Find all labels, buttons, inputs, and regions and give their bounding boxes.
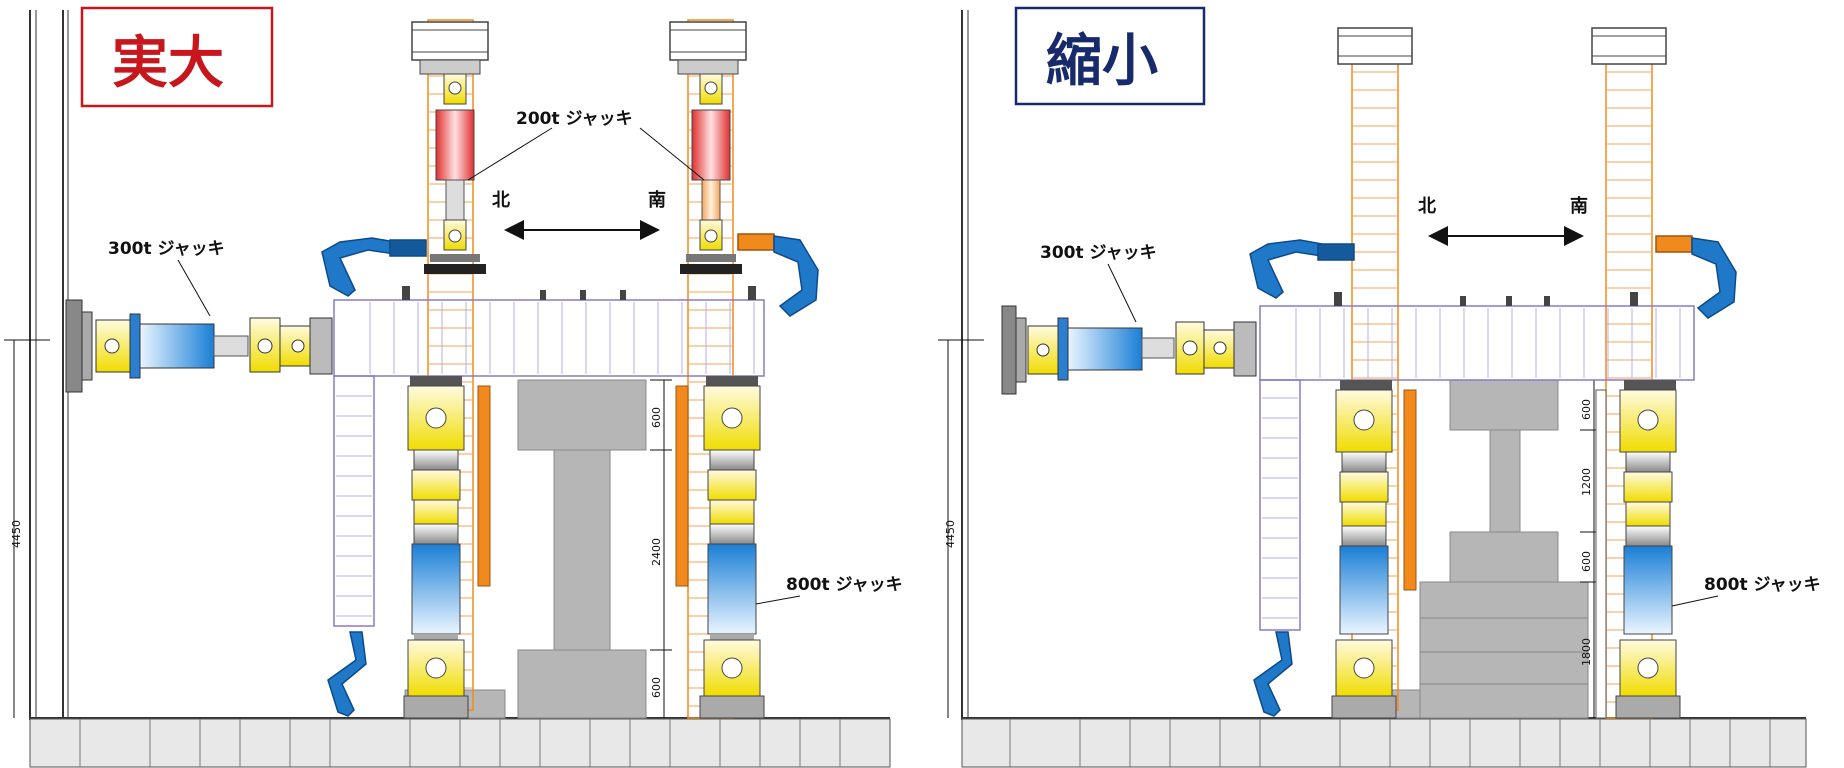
link-arm-top-north <box>321 237 427 297</box>
loading-beam <box>333 299 765 377</box>
jack-300t <box>1001 305 1257 395</box>
frame-head-south <box>1591 27 1667 65</box>
label-jack-800t: 800t ジャッキ <box>1704 575 1821 595</box>
jack-800t-south-column <box>675 376 765 719</box>
height-dimension: 4450 <box>938 339 984 718</box>
frame-head-north <box>1337 27 1413 65</box>
label-north: 北 <box>492 190 510 211</box>
panel-title: 縮小 <box>1046 29 1158 94</box>
link-arm-top-south <box>1655 235 1737 319</box>
height-dimension: 4450 <box>4 339 50 718</box>
reaction-wall <box>961 10 969 720</box>
frame-head-north <box>411 21 489 75</box>
title-box: 縮小 <box>1014 6 1206 106</box>
side-frame-north <box>333 375 375 627</box>
title-box: 実大 <box>80 6 274 108</box>
jack-200t-south <box>680 73 742 274</box>
label-jack-200t: 200t ジャッキ <box>516 109 633 129</box>
floor-slab <box>29 717 891 768</box>
jack-300t <box>65 299 333 393</box>
panel-reduced-scale: 4450 縮小 <box>938 6 1821 768</box>
leader-line <box>467 127 553 181</box>
dim-height-text: 4450 <box>10 520 23 548</box>
frame-head-south <box>669 21 747 75</box>
label-south: 南 <box>1570 195 1588 217</box>
jack-800t-north-column <box>1331 380 1417 719</box>
jack-200t-north <box>424 73 486 274</box>
link-arm-top-south <box>737 233 819 317</box>
panel-full-scale: 4450 実大 <box>4 6 903 768</box>
leader-line <box>755 595 801 605</box>
leader-line <box>639 127 705 181</box>
dim-text: 1800 <box>1580 638 1593 666</box>
specimen-dimension: 600 2400 600 <box>650 379 672 718</box>
dim-text: 2400 <box>650 538 663 566</box>
side-frame-north <box>1259 379 1301 631</box>
specimen-reduced <box>1379 379 1589 719</box>
label-jack-300t: 300t ジャッキ <box>108 239 225 259</box>
dim-text: 600 <box>650 407 663 428</box>
leader-line <box>1107 263 1137 323</box>
loading-beam <box>1259 305 1695 381</box>
floor-slab <box>961 717 1807 768</box>
jack-800t-north-column <box>403 376 491 719</box>
jack-800t-south-column <box>1595 380 1681 719</box>
dim-text: 600 <box>650 677 663 698</box>
link-arm-bottom-north <box>327 631 367 717</box>
label-north: 北 <box>1418 196 1436 217</box>
dim-text: 600 <box>1580 551 1593 572</box>
reaction-wall <box>29 10 69 720</box>
beam-anchor-bolts <box>402 286 756 300</box>
panel-title: 実大 <box>112 31 224 96</box>
label-jack-300t: 300t ジャッキ <box>1040 243 1157 263</box>
label-south: 南 <box>648 189 666 211</box>
dim-text: 600 <box>1580 399 1593 420</box>
beam-anchor-bolts <box>1334 292 1638 306</box>
dim-text: 1200 <box>1580 468 1593 496</box>
leader-line <box>1671 595 1719 607</box>
link-arm-top-north <box>1249 239 1355 299</box>
leader-line <box>177 259 211 317</box>
label-jack-800t: 800t ジャッキ <box>786 575 903 595</box>
dim-height-text: 4450 <box>944 520 957 548</box>
link-arm-bottom-north <box>1253 631 1293 717</box>
